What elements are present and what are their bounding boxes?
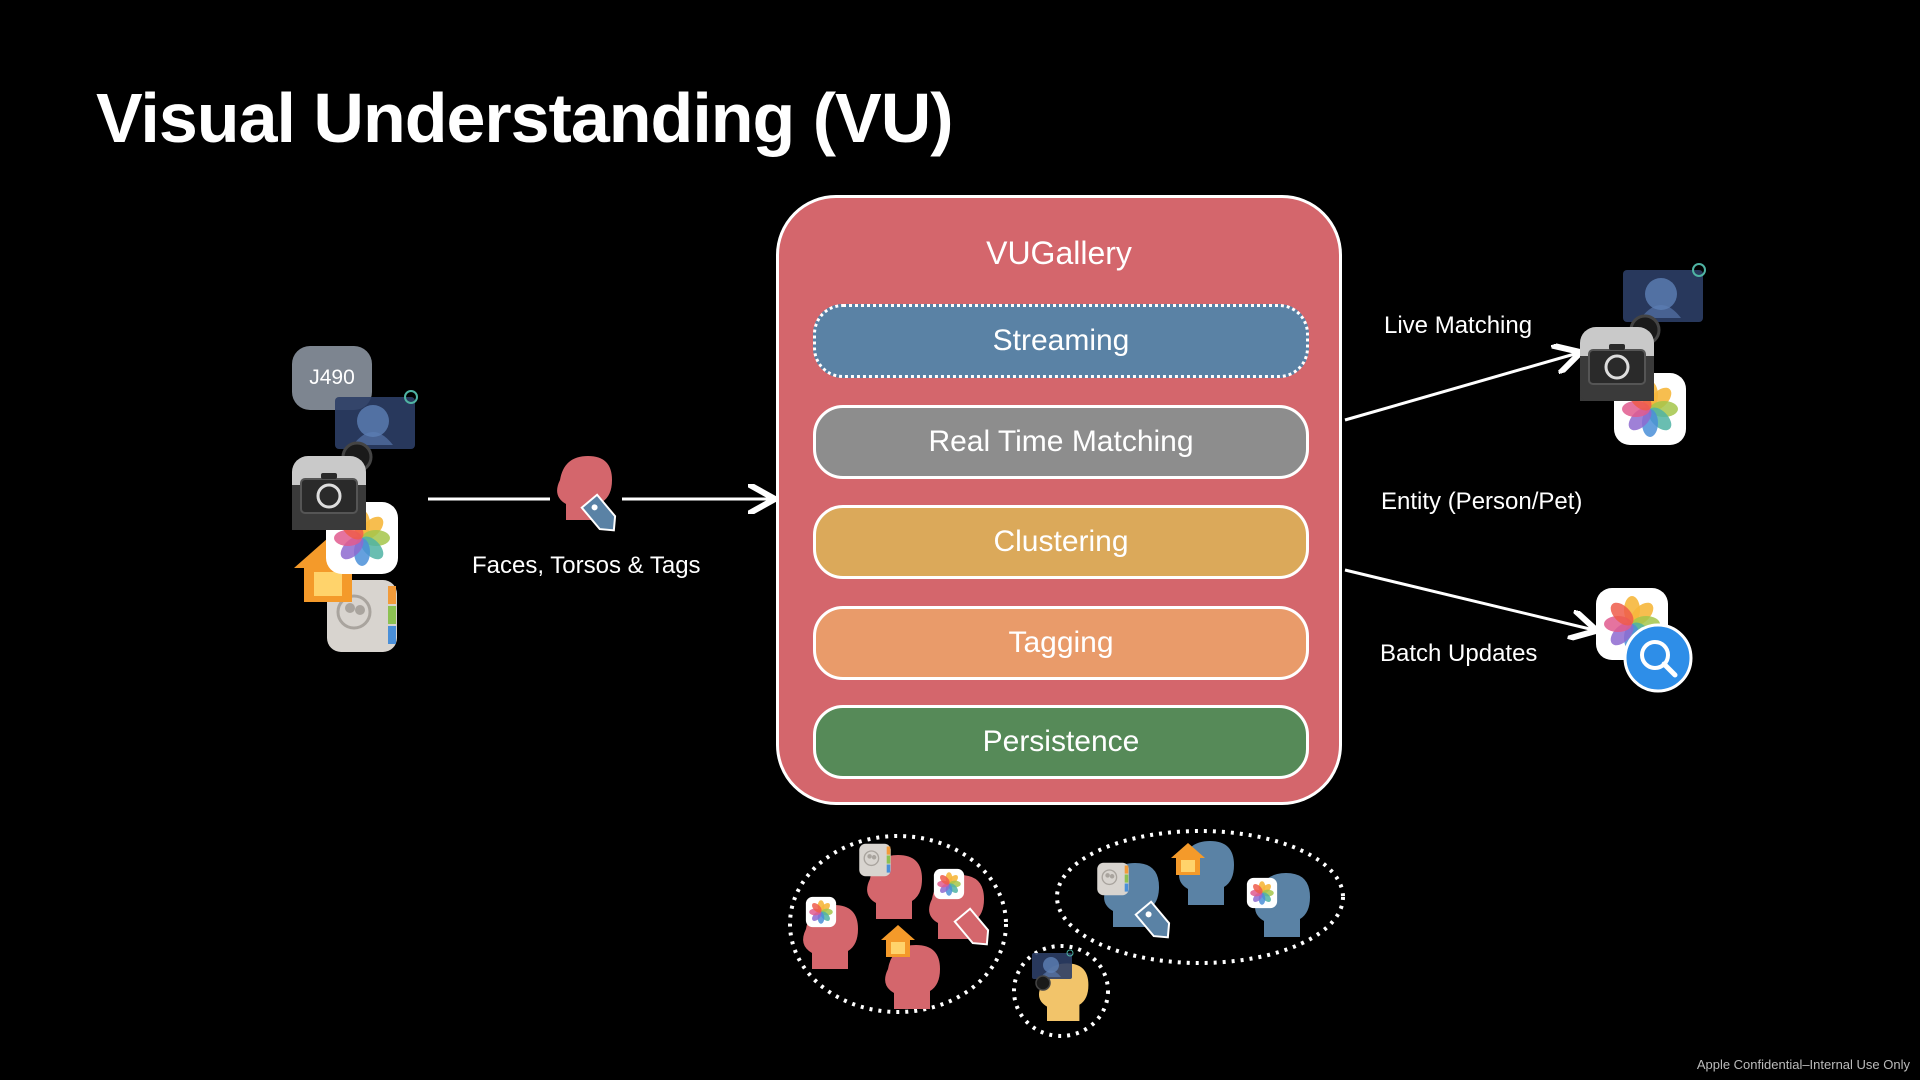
layer-tagging: Tagging [813,606,1309,680]
flow-label: Faces, Torsos & Tags [472,552,701,579]
cluster-red [788,834,1008,1014]
layer-persistence: Persistence [813,705,1309,779]
live-matching-label: Live Matching [1384,312,1533,339]
layer-streaming: Streaming [813,304,1309,378]
photos-icon [933,868,965,900]
vugallery-title: VUGallery [986,235,1132,271]
contacts-icon [858,843,892,877]
home-icon [881,925,915,957]
photos-icon [805,896,837,928]
live-matching-arrow [1344,353,1578,422]
camera-icon [1578,325,1656,403]
batch-updates-label: Batch Updates [1380,640,1538,667]
tag-icon [953,907,990,946]
camera-icon [290,454,368,532]
page-title: Visual Understanding (VU) [96,79,954,157]
cluster-yellow [1012,944,1110,1038]
batch-updates-arrow [1344,568,1594,630]
footer-confidential: Apple Confidential–Internal Use Only [1696,1057,1910,1072]
entity-label: Entity (Person/Pet) [1381,488,1583,515]
magnifier-icon [1623,623,1693,693]
contacts-icon [1096,862,1130,896]
photos-icon [1246,877,1278,909]
cluster-blue [1055,829,1345,965]
layer-real-time-matching: Real Time Matching [813,405,1309,479]
vugallery-box: VUGallery Streaming Real Time Matching C… [776,195,1342,805]
layer-clustering: Clustering [813,505,1309,579]
